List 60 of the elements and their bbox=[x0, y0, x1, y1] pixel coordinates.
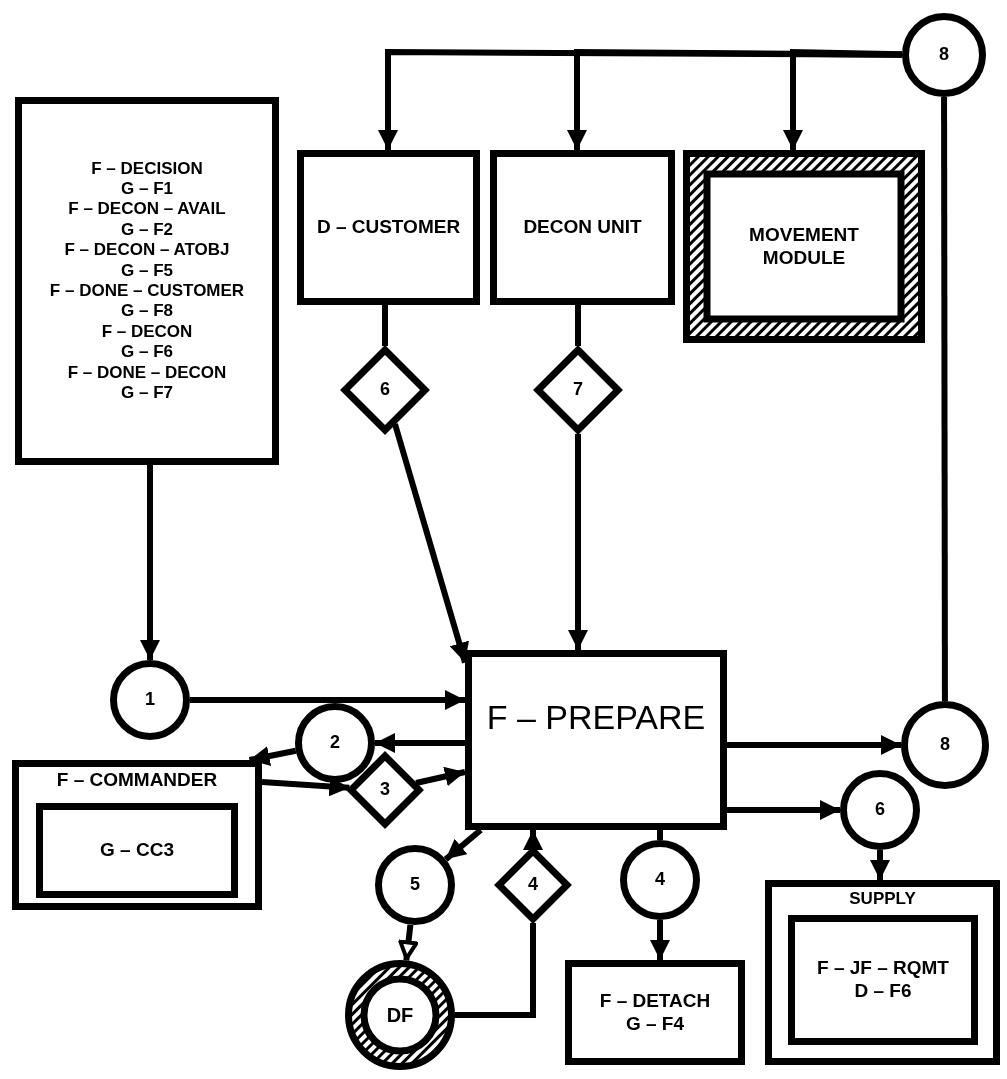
process-box bbox=[788, 915, 978, 1045]
node-label: G – CC3 bbox=[100, 839, 174, 862]
arrow bbox=[870, 850, 890, 880]
node-label: SUPPLY bbox=[849, 889, 916, 910]
node-label: 5 bbox=[410, 874, 420, 896]
process-box bbox=[490, 150, 675, 305]
node-label: D – F6 bbox=[854, 980, 912, 1003]
node-label: F – DECON bbox=[101, 321, 193, 343]
arrow bbox=[190, 690, 465, 710]
arrow bbox=[568, 434, 588, 650]
node-label: F – PREPARE bbox=[486, 697, 706, 738]
node-label: 8 bbox=[939, 44, 949, 66]
node-label: G – F7 bbox=[121, 382, 173, 404]
arrow bbox=[140, 465, 160, 660]
process-box bbox=[36, 803, 238, 898]
process-box bbox=[765, 880, 1000, 1065]
node-label: F – DECISION bbox=[91, 158, 203, 180]
arrow bbox=[415, 766, 466, 787]
node-label: DECON UNIT bbox=[523, 216, 642, 239]
node-label: F – COMMANDER bbox=[56, 769, 218, 792]
node-label: F – DONE – DECON bbox=[67, 362, 227, 383]
node-label: F – DECON – AVAIL bbox=[68, 199, 226, 220]
node-label: 8 bbox=[940, 734, 950, 756]
process-box bbox=[297, 150, 480, 305]
node-label: G – F5 bbox=[121, 260, 173, 281]
node-label: F – DETACH bbox=[599, 989, 711, 1013]
node-label: F – JF – RQMT bbox=[817, 957, 949, 980]
arrow bbox=[398, 924, 419, 961]
arrow bbox=[727, 800, 840, 820]
node-label: 6 bbox=[875, 799, 885, 821]
node-label: 7 bbox=[573, 379, 583, 401]
arrow bbox=[523, 830, 543, 850]
node-label: 4 bbox=[655, 869, 665, 891]
node-label: G – F6 bbox=[121, 342, 173, 363]
process-box bbox=[12, 760, 262, 910]
arrow bbox=[261, 776, 350, 797]
node-label: DF bbox=[386, 1003, 414, 1027]
arrow bbox=[650, 920, 670, 960]
node-label: 2 bbox=[330, 732, 340, 754]
process-box bbox=[465, 650, 727, 830]
node-label: 1 bbox=[145, 689, 155, 711]
process-box bbox=[565, 960, 745, 1065]
node-label: G – F1 bbox=[121, 179, 173, 200]
node-label: G – F4 bbox=[625, 1012, 685, 1036]
node-label: F – DECON – ATOBJ bbox=[64, 240, 230, 261]
node-label: MOVEMENT MODULE bbox=[748, 223, 860, 270]
arrow bbox=[248, 746, 297, 766]
node-label: 3 bbox=[380, 779, 390, 801]
node-label: G – F8 bbox=[121, 301, 173, 322]
node-label: D – CUSTOMER bbox=[316, 216, 461, 239]
arrow bbox=[727, 735, 901, 755]
arrow bbox=[392, 423, 469, 664]
node-label: 4 bbox=[528, 874, 538, 896]
arrow bbox=[567, 48, 903, 150]
node-label: 6 bbox=[380, 379, 390, 401]
arrow bbox=[375, 733, 465, 753]
node-label: G – F2 bbox=[121, 219, 173, 241]
process-box bbox=[15, 97, 279, 465]
node-label: F – DONE – CUSTOMER bbox=[49, 281, 245, 302]
arrow bbox=[783, 48, 903, 150]
